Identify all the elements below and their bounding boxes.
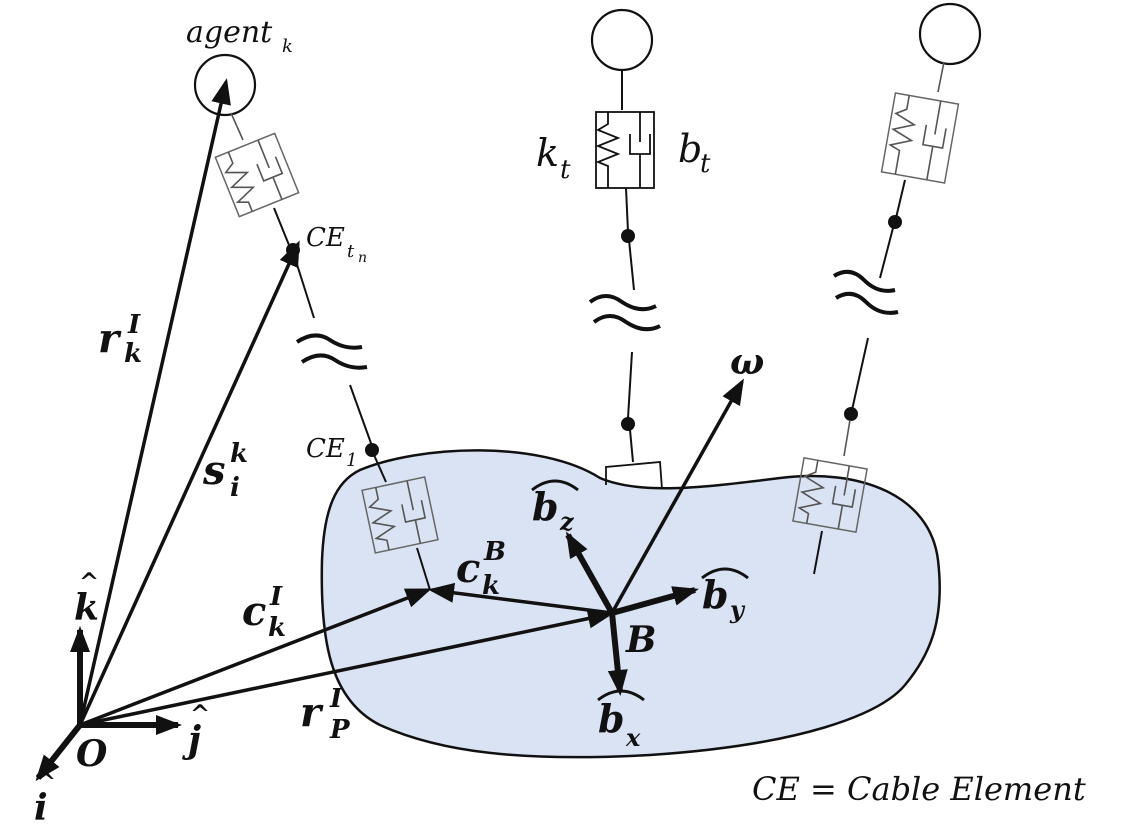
spring-damper-top-left bbox=[214, 132, 300, 218]
cable-middle bbox=[588, 8, 663, 490]
svg-text:^: ^ bbox=[190, 699, 210, 728]
svg-text:t: t bbox=[700, 149, 711, 179]
label-k-t: k t bbox=[536, 131, 571, 185]
svg-text:I: I bbox=[127, 310, 141, 340]
svg-text:r: r bbox=[300, 689, 324, 736]
svg-text:I: I bbox=[269, 582, 283, 612]
label-b-y: b y bbox=[701, 567, 749, 624]
ce-1-node bbox=[365, 443, 379, 457]
svg-text:c: c bbox=[456, 545, 480, 592]
body-frame bbox=[428, 378, 744, 696]
svg-text:k: k bbox=[536, 131, 559, 175]
vector-s-i bbox=[78, 240, 300, 726]
attachment-middle bbox=[605, 461, 663, 490]
svg-text:^: ^ bbox=[36, 767, 56, 796]
svg-text:^: ^ bbox=[79, 567, 99, 596]
label-b-z: b z bbox=[531, 479, 579, 536]
svg-text:s: s bbox=[202, 447, 226, 494]
agent-middle-node bbox=[590, 8, 654, 72]
label-c-k-B: c B k bbox=[456, 537, 506, 601]
label-r-k: r I k bbox=[98, 310, 142, 369]
vector-omega bbox=[610, 378, 744, 614]
svg-text:k: k bbox=[124, 339, 142, 369]
vector-r-k bbox=[78, 78, 231, 726]
axis-i-hat bbox=[35, 723, 83, 782]
cable-right bbox=[792, 2, 982, 575]
svg-text:b: b bbox=[598, 696, 625, 741]
label-ce-1: CE 1 bbox=[306, 434, 357, 471]
svg-text:CE: CE bbox=[306, 223, 345, 253]
svg-text:t: t bbox=[347, 241, 355, 262]
label-r-P: r I P bbox=[300, 684, 351, 745]
svg-text:I: I bbox=[329, 684, 343, 714]
vector-c-k-I bbox=[79, 588, 432, 727]
label-ce-tn: CE t n bbox=[306, 223, 367, 266]
position-vectors bbox=[78, 78, 614, 727]
svg-text:k: k bbox=[268, 613, 286, 643]
label-s-i: s k i bbox=[202, 439, 248, 503]
svg-text:x: x bbox=[625, 723, 641, 752]
svg-text:k: k bbox=[282, 36, 293, 57]
svg-text:CE: CE bbox=[306, 434, 345, 464]
label-b-x: b x bbox=[597, 689, 645, 752]
svg-text:P: P bbox=[329, 715, 351, 745]
label-i-hat: i ^ bbox=[34, 767, 56, 829]
svg-text:t: t bbox=[560, 155, 571, 185]
svg-text:k: k bbox=[482, 571, 500, 601]
spring-damper-middle bbox=[595, 111, 655, 189]
vector-r-P bbox=[79, 608, 614, 727]
cable-node-right-upper bbox=[888, 215, 902, 229]
svg-text:i: i bbox=[230, 473, 240, 503]
svg-text:1: 1 bbox=[346, 450, 357, 471]
rigid-body bbox=[320, 449, 941, 759]
cable-node-mid-lower bbox=[621, 417, 635, 431]
svg-text:z: z bbox=[559, 507, 575, 536]
label-B: B bbox=[625, 619, 656, 661]
legend-ce: CE = Cable Element bbox=[752, 770, 1086, 808]
axis-b-z bbox=[565, 531, 615, 615]
label-j-hat: j ^ bbox=[182, 699, 210, 761]
cable-node-mid-upper bbox=[621, 229, 635, 243]
svg-text:k: k bbox=[230, 439, 248, 469]
label-omega: ω bbox=[730, 341, 764, 383]
svg-text:b: b bbox=[678, 127, 702, 171]
svg-text:y: y bbox=[729, 595, 746, 624]
spring-damper-body-right bbox=[792, 457, 868, 533]
svg-text:B: B bbox=[483, 537, 506, 567]
svg-text:agent: agent bbox=[186, 15, 273, 50]
label-O: O bbox=[76, 733, 108, 775]
svg-text:i: i bbox=[34, 787, 48, 829]
axis-b-y bbox=[611, 586, 699, 616]
label-agent-k: agent k bbox=[186, 15, 293, 57]
svg-text:b: b bbox=[532, 484, 559, 529]
vector-c-k-B bbox=[428, 582, 613, 615]
svg-text:k: k bbox=[74, 587, 99, 629]
label-b-t: b t bbox=[678, 127, 711, 179]
spring-damper-body-left bbox=[361, 476, 439, 554]
svg-text:b: b bbox=[702, 572, 729, 617]
spring-damper-top-right bbox=[880, 92, 960, 184]
svg-text:n: n bbox=[358, 250, 367, 266]
cable-node-right-lower bbox=[844, 407, 858, 421]
agent-right-node bbox=[918, 2, 982, 66]
svg-text:c: c bbox=[242, 588, 266, 635]
label-c-k-I: c I k bbox=[242, 582, 286, 643]
label-k-hat: k ^ bbox=[74, 567, 99, 629]
axis-b-x bbox=[607, 612, 628, 696]
inertial-frame bbox=[35, 626, 182, 782]
svg-text:r: r bbox=[98, 315, 122, 362]
